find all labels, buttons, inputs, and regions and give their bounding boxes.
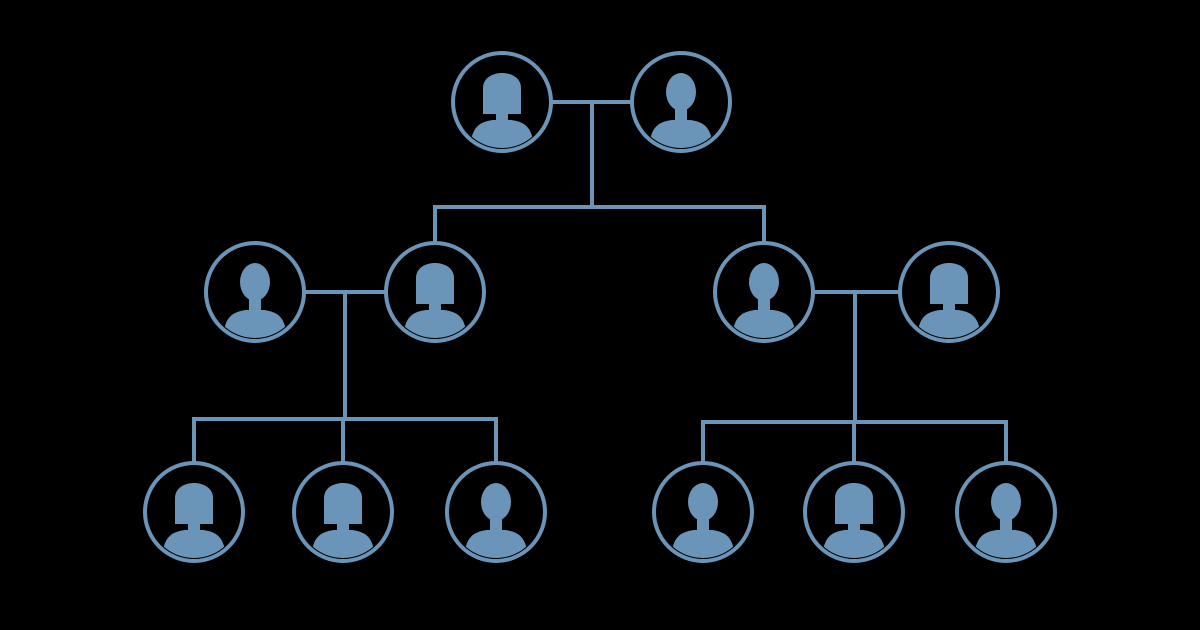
person-node-child-4 xyxy=(652,461,754,563)
connector-lines xyxy=(192,100,1008,465)
person-node-child-5 xyxy=(803,461,905,563)
person-node-child-6 xyxy=(955,461,1057,563)
person-node-son xyxy=(713,241,815,343)
person-node-child-3 xyxy=(445,461,547,563)
person-node-child-2 xyxy=(292,461,394,563)
person-node-grandfather xyxy=(630,51,732,153)
person-node-grandmother xyxy=(451,51,553,153)
person-node-child-1 xyxy=(143,461,245,563)
person-node-daughter-in-law xyxy=(898,241,1000,343)
person-nodes xyxy=(143,51,1057,563)
person-node-mother xyxy=(384,241,486,343)
person-node-father xyxy=(204,241,306,343)
